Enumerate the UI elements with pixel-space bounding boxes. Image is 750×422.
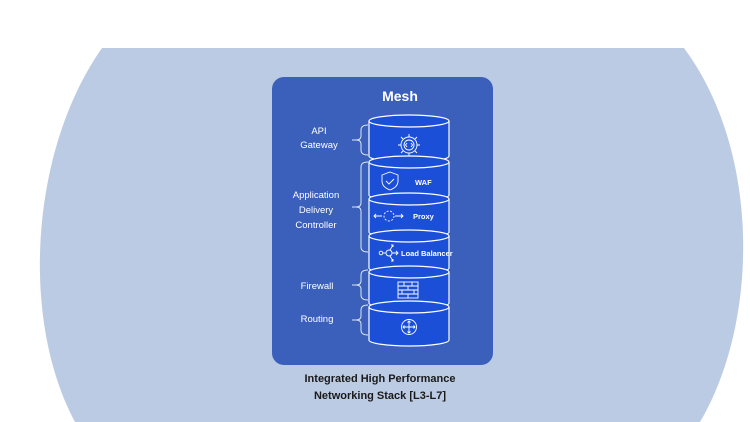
shield-check-icon	[381, 171, 399, 191]
gear-code-icon	[398, 134, 420, 156]
segment-label-proxy: Proxy	[413, 212, 435, 221]
cylinder-rim	[368, 235, 450, 243]
segment-label-waf: WAF	[415, 178, 432, 187]
brick-wall-icon	[397, 281, 419, 299]
brace-adc	[352, 161, 369, 253]
brace-routing	[352, 304, 369, 336]
cylinder-rim	[368, 271, 450, 279]
panel-title: Mesh	[382, 88, 418, 104]
load-balancer-icon	[378, 244, 399, 262]
group-label-firewall: Firewall	[301, 281, 334, 292]
proxy-arrows-icon	[373, 210, 404, 222]
cylinder-rim	[368, 161, 450, 169]
segment-label-load-balancer: Load Balancer	[401, 249, 453, 258]
cylinder-rim	[368, 306, 450, 314]
cylinder-rim	[368, 198, 450, 206]
cylinder-rim	[368, 120, 450, 128]
brace-firewall	[352, 269, 369, 301]
group-label-routing: Routing	[301, 314, 334, 325]
brace-api-gateway	[352, 124, 369, 156]
router-icon	[401, 319, 417, 335]
